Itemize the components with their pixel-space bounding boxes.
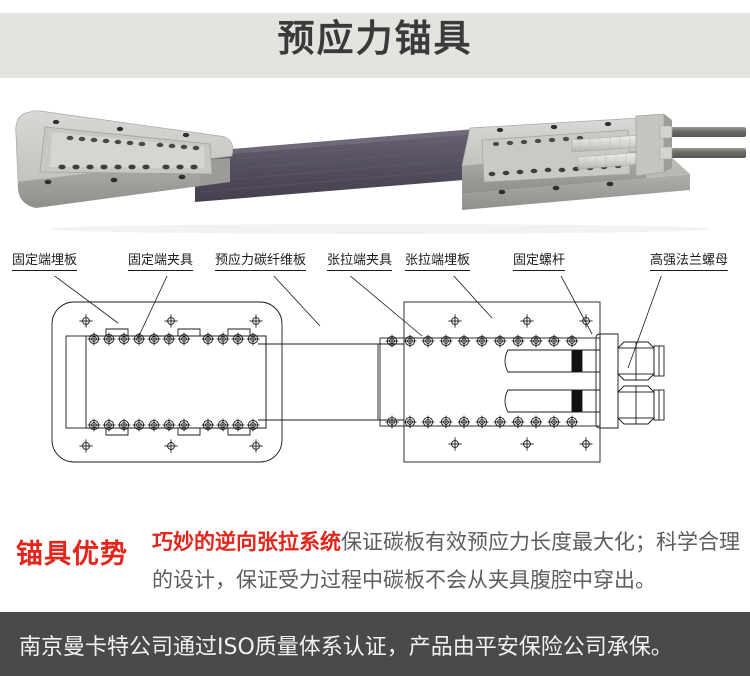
- internal-rods: [504, 349, 600, 413]
- part-label-tension-end-plate: 张拉端埋板: [405, 252, 471, 271]
- advantage-line1-rest: 保证碳板有效预应力长度最大化；科学: [341, 530, 698, 554]
- advantage-line2: 合理的设计，保证受力过程中碳板不会从夹具腹腔中穿出。: [152, 530, 740, 592]
- screw-row-bottom: [87, 418, 260, 432]
- part-label-carbon-fiber-plate: 预应力碳纤维板: [215, 252, 307, 271]
- end-flange-plate: [595, 333, 619, 429]
- high-strength-flange-nuts: [617, 341, 665, 425]
- diagram-tension-end-assembly: [379, 301, 665, 463]
- diagram-fixed-end-plate: [51, 301, 283, 463]
- screw-row-top: [87, 332, 260, 346]
- page-title: 预应力锚具: [277, 17, 473, 60]
- product-photo: [0, 82, 750, 237]
- screw-row-top-right: [385, 334, 579, 348]
- sleeve-upper: [571, 134, 641, 153]
- part-label-fixed-end-plate: 固定端埋板: [12, 252, 78, 271]
- carbon-fiber-plate-photo: [195, 127, 500, 202]
- hole-marks-right: [447, 313, 594, 452]
- footer-band: 南京曼卡特公司通过ISO质量体系认证，产品由平安保险公司承保。: [0, 612, 750, 676]
- threaded-rods-photo: [659, 125, 746, 160]
- advantage-block: 锚具优势 巧妙的逆向张拉系统保证碳板有效预应力长度最大化；科学合理的设计，保证受…: [0, 515, 750, 605]
- advantage-highlight: 巧妙的逆向张拉系统: [152, 530, 341, 554]
- screw-row-bottom-right: [385, 415, 579, 429]
- part-label-high-strength-flange-nut: 高强法兰螺母: [650, 252, 729, 271]
- diagram-carbon-fiber-plate: [258, 343, 404, 421]
- advantage-heading: 锚具优势: [16, 539, 128, 570]
- header-band: [0, 13, 750, 78]
- part-label-fixed-end-clamp: 固定端夹具: [128, 252, 194, 271]
- technical-diagram: [0, 273, 750, 508]
- leader-lines: [51, 273, 663, 369]
- part-label-tension-end-clamp: 张拉端夹具: [327, 252, 393, 271]
- footer-text: 南京曼卡特公司通过ISO质量体系认证，产品由平安保险公司承保。: [19, 635, 673, 660]
- tension-end-clamp-photo: [461, 113, 690, 210]
- fixed-end-plate-photo: [15, 110, 234, 208]
- part-labels-row: 固定端埋板 固定端夹具 预应力碳纤维板 张拉端夹具 张拉端埋板 固定螺杆 高强法…: [0, 252, 750, 278]
- part-label-fixing-screw-rod: 固定螺杆: [513, 252, 566, 271]
- advantage-text: 巧妙的逆向张拉系统保证碳板有效预应力长度最大化；科学合理的设计，保证受力过程中碳…: [152, 523, 742, 599]
